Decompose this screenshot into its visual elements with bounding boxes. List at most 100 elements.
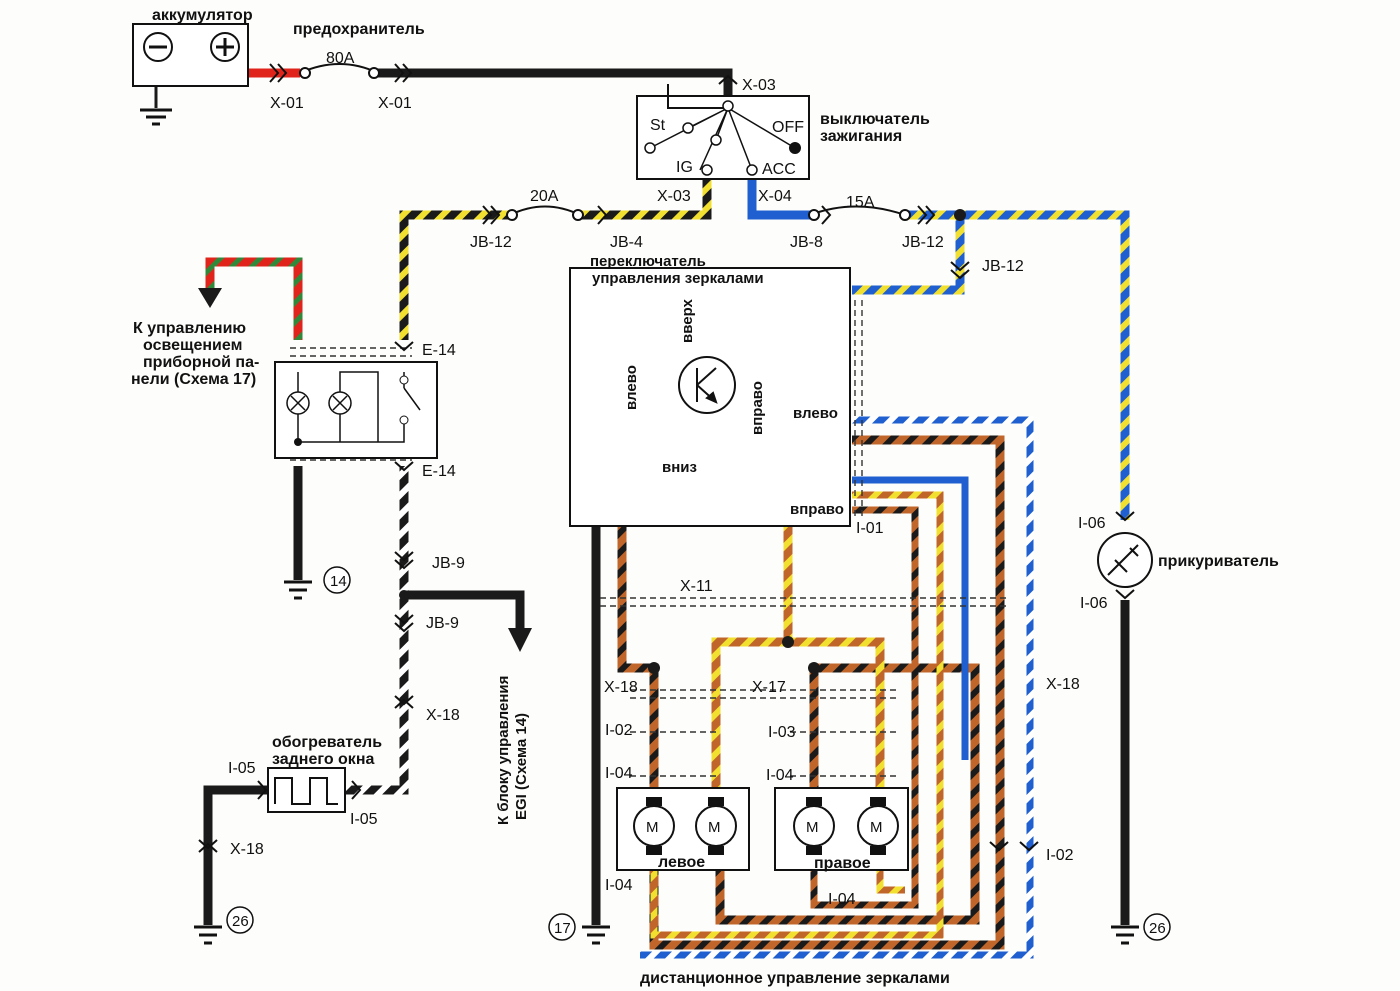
- conn-jb12-right-label: JB-12: [902, 234, 944, 251]
- conn-jb9-top-label: JB-9: [432, 555, 465, 572]
- ign-ig: IG: [676, 159, 693, 176]
- conn-x03-bottom-label: X-03: [657, 188, 691, 205]
- right-mirror-label: правое: [814, 855, 871, 872]
- wire-ig-black-yellow: [580, 172, 712, 220]
- wire-red-green: [205, 257, 303, 340]
- junction-jb9: [399, 590, 409, 600]
- dashed-e14-top: [290, 347, 412, 357]
- lighting-relay-block: [274, 361, 438, 459]
- ground-ref-26-left: 26: [232, 913, 249, 930]
- conn-jb12a: [482, 205, 501, 225]
- conn-i06-bottom-label: I-06: [1080, 595, 1108, 612]
- conn-jb12b: [917, 205, 936, 225]
- conn-x11-label: X-11: [680, 578, 713, 595]
- conn-jb4-label: JB-4: [610, 234, 643, 251]
- ground-17: [582, 925, 610, 945]
- wire-black-white: [345, 466, 409, 795]
- conn-i06a: [1115, 511, 1135, 522]
- conn-jb9b: [394, 614, 414, 633]
- ign-acc: ACC: [762, 161, 796, 178]
- out-left: влево: [793, 405, 838, 422]
- fuse-20a-rating: 20A: [530, 188, 559, 205]
- cigarette-lighter: [1097, 532, 1153, 588]
- dir-up: вверх: [679, 298, 696, 343]
- conn-i04-right-label: I-04: [766, 767, 794, 784]
- wire-to-egi: [404, 590, 525, 628]
- conn-jb12-left-label: JB-12: [470, 234, 512, 251]
- wire-orange-yellow-c: [650, 491, 944, 939]
- conn-i05-left-label: I-05: [228, 760, 256, 777]
- conn-x18b: [198, 839, 218, 853]
- battery: [132, 23, 249, 87]
- egi-label-1: К блоку управления: [495, 676, 512, 825]
- conn-i04-bottom-right-label: I-04: [828, 891, 856, 908]
- dashed-x18: [630, 689, 900, 699]
- motor-m-1: M: [646, 819, 659, 836]
- motor-m-3: M: [806, 819, 819, 836]
- conn-e14-top-label: E-14: [422, 342, 456, 359]
- out-right: вправо: [790, 501, 844, 518]
- conn-e14a: [394, 341, 414, 352]
- conn-i02-label: I-02: [605, 722, 633, 739]
- arrow-to-lighting: [198, 288, 222, 308]
- conn-jb9-bottom-label: JB-9: [426, 615, 459, 632]
- lighting-label-3: приборной па-: [143, 354, 259, 371]
- dir-down: вниз: [662, 459, 697, 476]
- wire-acc-blue: [747, 172, 810, 220]
- dashed-jb12: [854, 300, 863, 520]
- mirror-switch-label-2: управления зеркалами: [592, 270, 764, 287]
- conn-i05b: [351, 780, 362, 800]
- ignition-label-1: выключатель: [820, 111, 930, 128]
- motor-m-4: M: [870, 819, 883, 836]
- lighting-label-1: К управлению: [133, 320, 246, 337]
- lighting-label-2: освещением: [143, 337, 242, 354]
- junction-mirror-a: [648, 662, 660, 674]
- mirror-switch: [569, 267, 851, 527]
- conn-x01-right-label: X-01: [378, 95, 412, 112]
- left-mirror: [616, 787, 750, 871]
- conn-x18-left-label: X-18: [426, 707, 460, 724]
- junction-jb12: [954, 209, 966, 221]
- wire-orange-yellow-b: [788, 637, 885, 790]
- wire-blue-white: [640, 416, 1034, 959]
- wire-orange-black-d: [810, 506, 919, 909]
- conn-i02-right-label: I-02: [1046, 847, 1074, 864]
- conn-x18a: [394, 695, 414, 709]
- mirror-switch-label-1: переключатель: [590, 253, 706, 270]
- wire-jb12-drop: [852, 215, 965, 295]
- conn-i01-label: I-01: [856, 520, 884, 537]
- conn-jb4: [597, 205, 608, 225]
- dir-left: влево: [623, 365, 640, 410]
- conn-i05a: [257, 780, 268, 800]
- fuse-label: предохранитель: [293, 21, 425, 38]
- ground-14: [284, 580, 312, 600]
- wire-heater-ground: [203, 785, 268, 925]
- fuse-20a: [509, 205, 581, 216]
- ground-26-right: [1111, 925, 1139, 945]
- ground-26-left: [194, 925, 222, 945]
- wire-orange-yellow-a: [711, 525, 793, 790]
- conn-i02r: [989, 841, 1039, 852]
- lighting-label-4: нели (Схема 17): [131, 371, 256, 388]
- ignition-label-2: зажигания: [820, 128, 902, 145]
- right-mirror: [774, 787, 909, 871]
- conn-i05-right-label: I-05: [350, 811, 378, 828]
- conn-e14b: [394, 461, 414, 472]
- ground-ref-26-right: 26: [1149, 920, 1166, 937]
- conn-x18-right-label: X-18: [1046, 676, 1080, 693]
- motor-m-2: M: [708, 819, 721, 836]
- remote-mirror-label: дистанционное управление зеркалами: [640, 970, 950, 987]
- conn-i04-bottom-left-label: I-04: [605, 877, 633, 894]
- junction-mirror-c: [782, 636, 794, 648]
- conn-i03-label: I-03: [768, 724, 796, 741]
- ground-battery: [140, 108, 172, 126]
- conn-x03: [718, 74, 738, 85]
- wire-orange-black-c: [715, 663, 980, 925]
- wire-yellow-right: [876, 870, 905, 894]
- battery-label: аккумулятор: [152, 7, 253, 24]
- conn-i06b: [1115, 589, 1135, 600]
- ign-st: St: [650, 117, 666, 134]
- left-mirror-label: левое: [658, 854, 705, 871]
